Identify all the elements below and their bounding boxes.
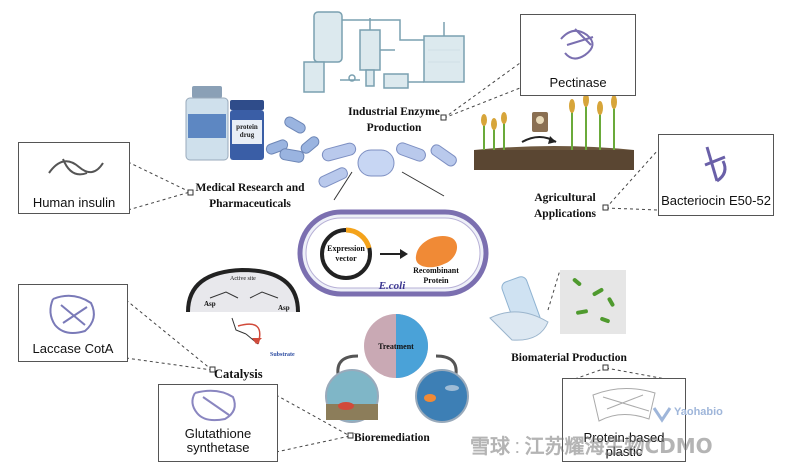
substrate-label: Substrate <box>270 352 295 358</box>
ecoli-label: E.coli <box>378 280 406 292</box>
bacteriocin-label: Bacteriocin E50-52 <box>661 193 771 208</box>
laccase-card: Laccase CotA <box>18 284 128 362</box>
protein-plastic-card: Protein-based plastic <box>562 378 686 462</box>
glutathione-card: Glutathione synthetase <box>158 384 278 462</box>
connector-node <box>347 432 354 439</box>
bacteriocin-card: Bacteriocin E50-52 <box>658 134 774 216</box>
biomaterial-label: Biomaterial Production <box>511 352 627 364</box>
insulin-structure-icon <box>48 158 104 176</box>
expression-vector-label: Expression vector <box>327 244 365 263</box>
recombinant-protein-label: Recombinant Protein <box>413 266 459 285</box>
industrial-enzyme-label: Industrial Enzyme Production <box>348 106 440 134</box>
connector-node <box>187 189 194 196</box>
protein-drug-label: protein drug <box>236 123 258 139</box>
yaohabio-logo-icon <box>652 407 672 423</box>
watermark-account: 江苏耀海生物CDMO <box>524 434 713 458</box>
human-insulin-card: Human insulin <box>18 142 130 214</box>
medical-research-label: Medical Research and Pharmaceuticals <box>195 182 305 210</box>
agricultural-label: Agricultural Applications <box>534 192 596 220</box>
human-insulin-label: Human insulin <box>32 195 116 210</box>
glutathione-label: Glutathione synthetase <box>184 426 252 455</box>
laccase-label: Laccase CotA <box>32 341 114 356</box>
treatment-label: Treatment <box>378 342 414 351</box>
watermark-platform: 雪球 <box>470 434 510 458</box>
connector-node <box>602 364 609 371</box>
glutathione-structure-icon <box>191 389 236 422</box>
connector-node <box>602 204 609 211</box>
bioremediation-label: Bioremediation <box>354 432 430 444</box>
protein-plastic-label: Protein-based plastic <box>583 430 665 459</box>
pectinase-structure-icon <box>560 28 594 60</box>
pectinase-label: Pectinase <box>549 75 607 90</box>
connector-node <box>209 366 216 373</box>
watermark-logo: Yaohabio <box>650 402 746 426</box>
watermark-separator: : <box>514 436 521 458</box>
catalysis-label: Catalysis <box>214 367 263 381</box>
asp-label-left: Asp <box>204 300 216 308</box>
watermark-logo-text: Yaohabio <box>674 406 723 418</box>
laccase-structure-icon <box>49 294 95 334</box>
active-site-label: Active site <box>230 276 256 282</box>
asp-label-right: Asp <box>278 304 290 312</box>
pectinase-card: Pectinase <box>520 14 636 96</box>
plastic-sheet-icon <box>592 387 656 422</box>
bacteriocin-structure-icon <box>704 146 727 183</box>
connector-node <box>440 114 447 121</box>
watermark: 雪球 : 江苏耀海生物CDMO <box>470 430 770 458</box>
